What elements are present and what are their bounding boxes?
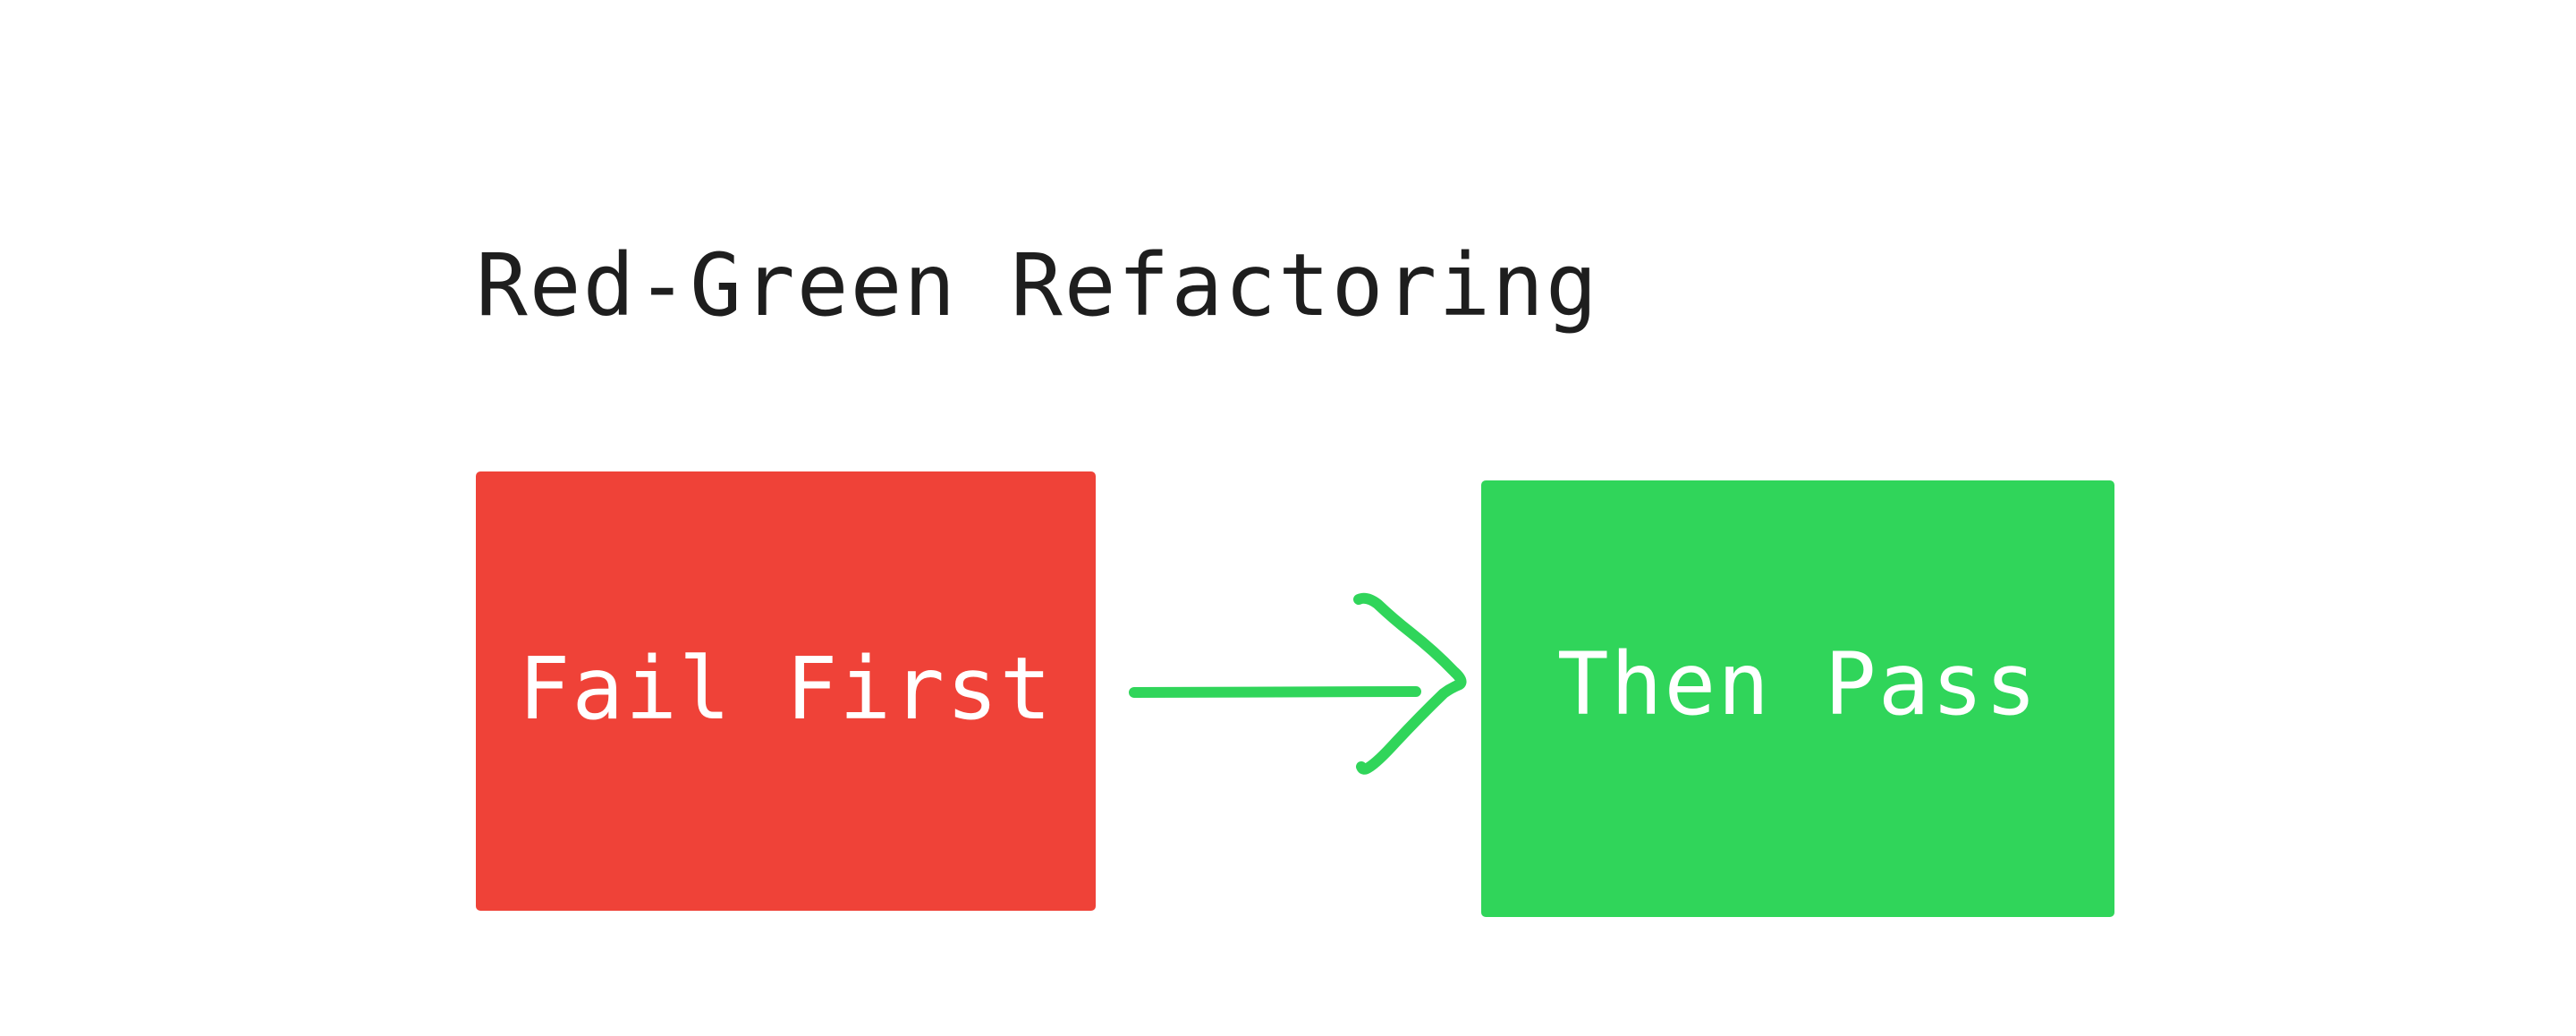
then-pass-box[interactable]: Then Pass bbox=[1481, 480, 2114, 917]
fail-first-box[interactable]: Fail First bbox=[476, 471, 1096, 911]
then-pass-label: Then Pass bbox=[1556, 634, 2039, 735]
diagram-title: Red-Green Refactoring bbox=[476, 235, 1599, 335]
fail-first-label: Fail First bbox=[518, 638, 1054, 739]
arrow-head bbox=[1353, 592, 1467, 775]
